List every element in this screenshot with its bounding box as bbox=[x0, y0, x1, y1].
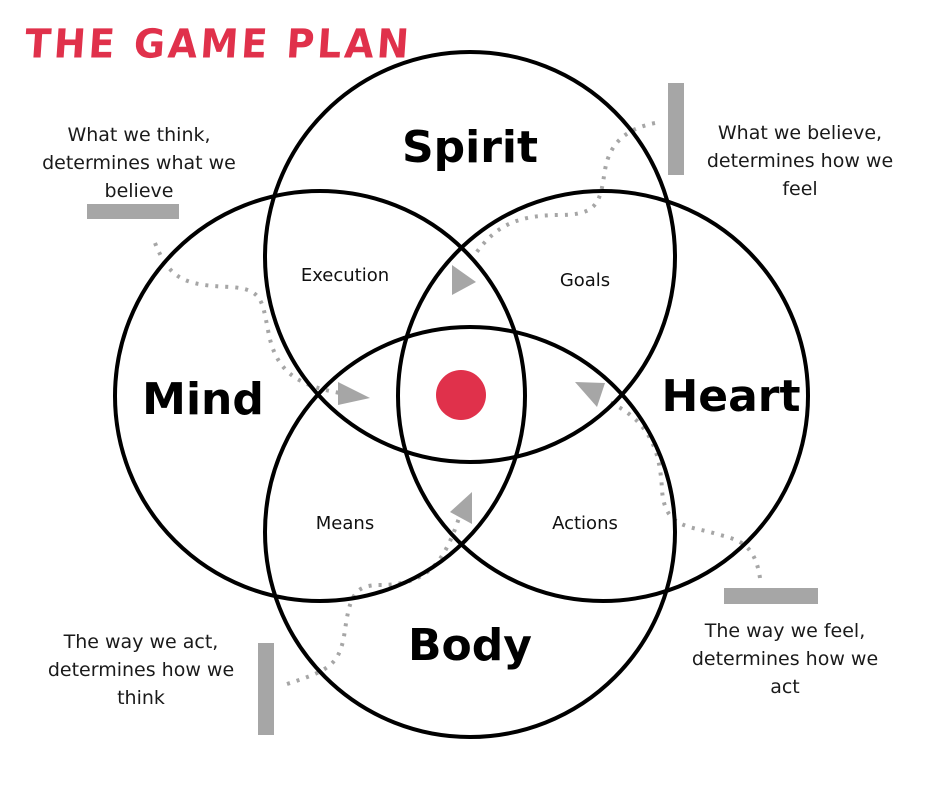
label-heart: Heart bbox=[661, 371, 800, 422]
tape-top-left bbox=[87, 204, 179, 219]
label-actions: Actions bbox=[552, 513, 618, 534]
arrow-head-mind-to-spirit bbox=[338, 382, 370, 405]
label-mind: Mind bbox=[142, 374, 264, 425]
center-dot bbox=[436, 370, 486, 420]
note-line: What we believe, bbox=[717, 122, 883, 144]
circle-heart bbox=[396, 189, 810, 603]
note-line: The way we act, bbox=[63, 631, 219, 653]
connector-spirit-to-heart bbox=[466, 121, 656, 267]
note-bottom-left: The way we act, determines how we think bbox=[21, 628, 261, 712]
note-line: feel bbox=[782, 178, 818, 200]
tape-top-right bbox=[668, 83, 684, 175]
arrow-head-body-to-mind bbox=[450, 492, 472, 524]
note-line: determines how we bbox=[706, 150, 894, 172]
label-body: Body bbox=[408, 620, 532, 671]
label-means: Means bbox=[316, 513, 374, 534]
note-bottom-right: The way we feel, determines how we act bbox=[665, 617, 905, 701]
note-top-left: What we think, determines what we believ… bbox=[19, 121, 259, 205]
circle-spirit bbox=[263, 50, 677, 464]
label-execution: Execution bbox=[301, 265, 389, 286]
tape-bottom-left bbox=[258, 643, 274, 735]
note-top-right: What we believe, determines how we feel bbox=[680, 119, 920, 203]
label-spirit: Spirit bbox=[402, 122, 538, 173]
arrow-head-spirit-to-heart bbox=[452, 265, 476, 295]
circle-body bbox=[263, 325, 677, 739]
circle-mind bbox=[113, 189, 527, 603]
note-line: think bbox=[117, 687, 165, 709]
arrow-head-heart-to-body bbox=[575, 382, 605, 407]
note-line: What we think, bbox=[67, 124, 211, 146]
connector-mind-to-spirit bbox=[153, 242, 341, 395]
tape-bottom-right bbox=[724, 588, 818, 604]
note-line: determines how we bbox=[691, 648, 879, 670]
note-line: The way we feel, bbox=[704, 620, 866, 642]
note-line: act bbox=[770, 676, 800, 698]
note-line: determines what we bbox=[42, 152, 236, 174]
note-line: believe bbox=[104, 180, 174, 202]
note-line: determines how we bbox=[47, 659, 235, 681]
label-goals: Goals bbox=[560, 270, 610, 291]
